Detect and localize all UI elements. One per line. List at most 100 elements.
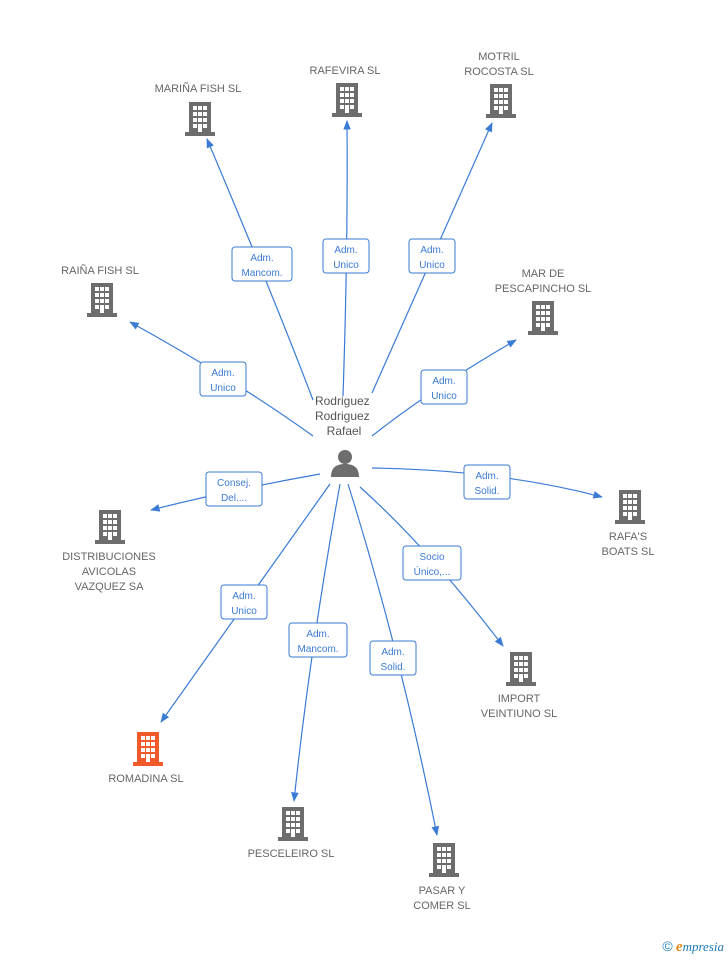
company-name-line: PESCAPINCHO SL	[495, 283, 592, 295]
center-name-line: Rodriguez	[315, 394, 370, 408]
company-node-raina-fish[interactable]: RAIÑA FISH SL	[61, 264, 139, 317]
company-node-rafevira[interactable]: RAFEVIRA SL	[310, 65, 381, 117]
company-name-line: RAIÑA FISH SL	[61, 264, 139, 277]
edge-label-line: Socio	[419, 552, 444, 563]
edge-label-line: Mancom.	[297, 644, 338, 655]
edge-label-rafevira[interactable]: Adm.Unico	[322, 238, 370, 274]
edge-label-box	[420, 369, 468, 405]
svg-text:Adm.Unico: Adm. Unico	[431, 376, 457, 402]
building-icon	[278, 807, 308, 841]
brand-initial: e	[675, 939, 683, 955]
edge-label-motril-rocosta[interactable]: Adm.Unico	[408, 238, 456, 274]
edge-label-line: Adm.	[475, 471, 498, 482]
company-node-pesceleiro[interactable]: PESCELEIRO SL	[248, 807, 335, 860]
company-node-marina-fish[interactable]: MARIÑA FISH SL	[155, 82, 242, 136]
building-icon	[133, 732, 163, 766]
edge-label-box	[463, 464, 511, 500]
company-name-line: DISTRIBUCIONES	[62, 551, 156, 563]
building-icon	[528, 301, 558, 335]
company-name-line: BOATS SL	[602, 546, 655, 558]
svg-text:Consej.Del....: Consej. Del....	[217, 478, 251, 504]
brand-name: mpresia	[682, 939, 724, 954]
edge-label-pesceleiro[interactable]: Adm. Mancom.	[288, 622, 348, 658]
edge-label-rafas-boats[interactable]: Adm. Solid.	[463, 464, 511, 500]
company-name-line: ROMADINA SL	[108, 773, 183, 785]
building-icon	[506, 652, 536, 686]
edge-label-line: Del....	[221, 493, 247, 504]
company-node-motril-rocosta[interactable]: MOTRIL ROCOSTA SL	[464, 51, 534, 118]
company-node-pasar-y-comer[interactable]: PASAR Y COMER SL	[413, 843, 471, 912]
copyright-symbol: ©	[662, 938, 673, 954]
edge-marina-fish	[206, 138, 314, 401]
company-name-line: VAZQUEZ SA	[75, 581, 145, 593]
edge-label-line: Adm.	[232, 591, 255, 602]
edge-label-line: Consej.	[217, 478, 251, 489]
edge-label-box	[408, 238, 456, 274]
edge-label-box	[369, 640, 417, 676]
edge-label-line: Adm.	[381, 647, 404, 658]
edge-label-line: Adm.	[432, 376, 455, 387]
company-name-line: RAFEVIRA SL	[310, 65, 381, 77]
company-name-line: COMER SL	[413, 900, 470, 912]
edge-label-box	[205, 471, 263, 507]
building-icon	[332, 83, 362, 117]
edge-label-line: Unico	[419, 260, 445, 271]
company-node-rafas-boats[interactable]: RAFA'S BOATS SL	[602, 490, 655, 558]
svg-text:Adm.Solid.: Adm. Solid.	[380, 647, 405, 673]
edge-label-line: Adm.	[250, 253, 273, 264]
edge-label-box	[322, 238, 370, 274]
company-name-line: ROCOSTA SL	[464, 66, 533, 78]
company-name-line: MOTRIL	[478, 51, 520, 63]
company-name-line: RAFA'S	[609, 531, 647, 543]
svg-text:MARIÑA FISH SL: MARIÑA FISH SL	[155, 82, 242, 95]
edge-label-box	[220, 584, 268, 620]
edge-label-box	[402, 545, 462, 581]
building-icon	[185, 102, 215, 136]
company-node-romadina[interactable]: ROMADINA SL	[108, 732, 184, 785]
svg-text:Rodriguez Rodriguez: Rodriguez Rodriguez Rafael	[315, 394, 373, 438]
svg-text:RAIÑA FISH SL: RAIÑA FISH SL	[61, 264, 139, 277]
edge-label-line: Unico	[333, 260, 359, 271]
edge-label-box	[199, 361, 247, 397]
company-name-line: PESCELEIRO SL	[248, 848, 335, 860]
edge-label-romadina[interactable]: Adm.Unico	[220, 584, 268, 620]
edge-label-line: Adm.	[211, 368, 234, 379]
edge-label-marina-fish[interactable]: Adm.Mancom.	[231, 246, 293, 282]
edge-label-line: Adm.	[306, 629, 329, 640]
edges-layer	[129, 120, 603, 836]
edge-label-line: Unico	[210, 383, 236, 394]
nodes-layer: MARIÑA FISH SL RAFEVIRA SL MOTRIL ROCOSTA S…	[61, 51, 654, 912]
edge-label-mar-de-pescapincho[interactable]: Adm. Unico	[420, 369, 468, 405]
edge-label-line: Único,...	[414, 565, 451, 578]
building-icon	[87, 283, 117, 317]
edge-label-line: Unico	[431, 391, 457, 402]
edge-labels-layer: Adm.Mancom.Adm.UnicoAdm.UnicoAdm.UnicoAd…	[199, 238, 511, 676]
edge-label-line: Solid.	[474, 486, 499, 497]
company-name-line: PASAR Y	[419, 885, 466, 897]
person-icon	[331, 450, 359, 477]
company-name-line: MARIÑA FISH SL	[155, 82, 242, 95]
svg-text:RAFEVIRA SL: RAFEVIRA SL	[310, 65, 381, 77]
edge-label-pasar-y-comer[interactable]: Adm. Solid.	[369, 640, 417, 676]
svg-text:Adm.Unico: Adm.Unico	[419, 245, 445, 271]
building-icon	[429, 843, 459, 877]
edge-label-distribuciones[interactable]: Consej. Del....	[205, 471, 263, 507]
svg-text:Adm.Unico: Adm.Unico	[333, 245, 359, 271]
svg-text:Adm.Unico: Adm. Unico	[210, 368, 236, 394]
edge-label-line: Solid.	[380, 662, 405, 673]
svg-text:ROMADINA SL: ROMADINA SL	[108, 773, 183, 785]
center-node[interactable]: Rodriguez Rodriguez Rafael	[315, 394, 373, 477]
edge-label-raina-fish[interactable]: Adm. Unico	[199, 361, 247, 397]
building-icon	[95, 510, 125, 544]
